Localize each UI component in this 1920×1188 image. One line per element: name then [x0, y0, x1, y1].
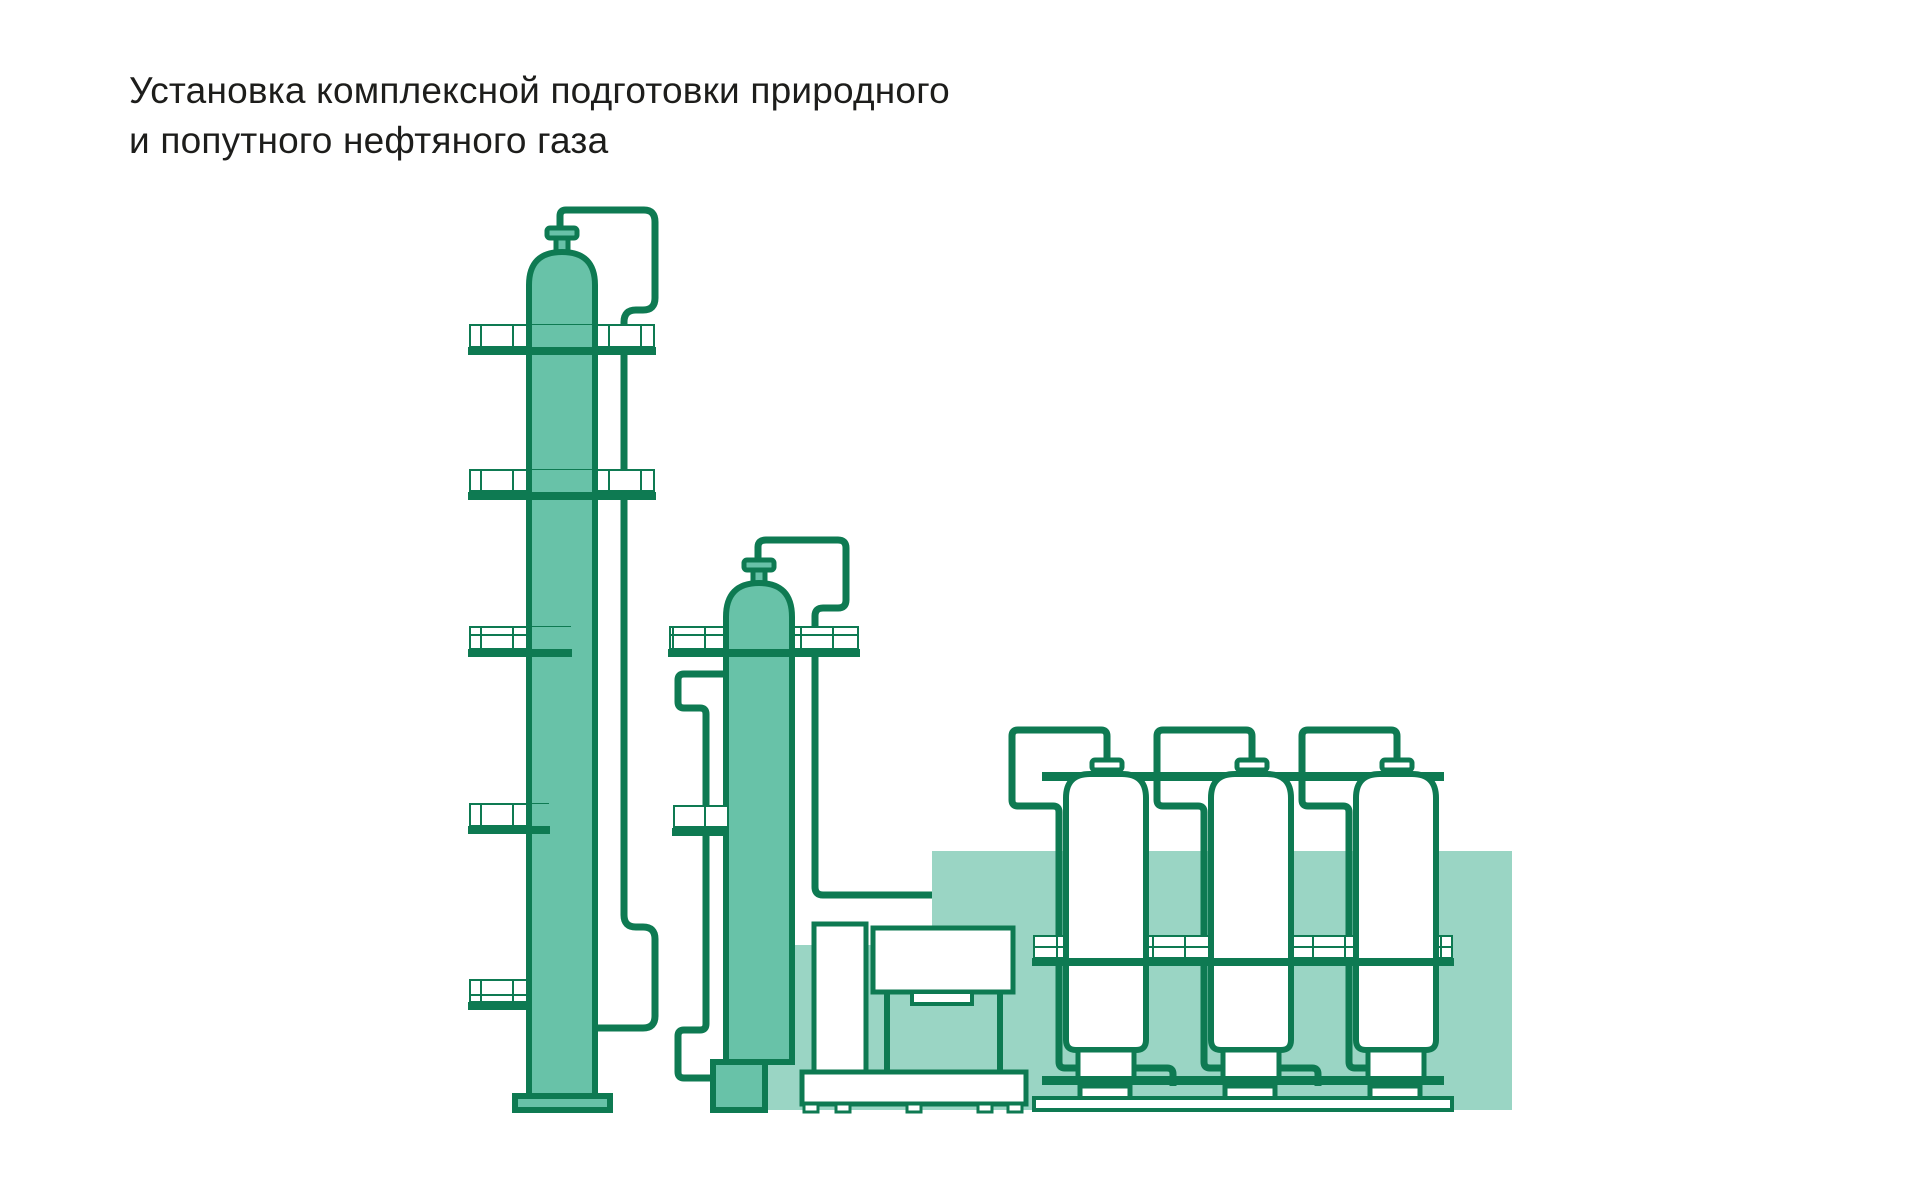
vessel-pipes	[1008, 726, 1401, 1086]
vessel-base	[1032, 1076, 1454, 1112]
vessel-platform-front	[1032, 958, 1454, 966]
stripping-column-icon	[674, 536, 932, 1113]
title-line-1: Установка комплексной подготовки природн…	[129, 70, 950, 111]
separator-vessel-icon	[1063, 757, 1439, 1105]
title-line-2: и попутного нефтяного газа	[129, 120, 609, 161]
mid-platform-1	[668, 622, 860, 660]
compressor-unit-icon	[799, 921, 1029, 1114]
page-title: Установка комплексной подготовки природн…	[129, 66, 950, 166]
distillation-column-front	[468, 322, 656, 1096]
distillation-column-icon	[512, 206, 659, 1113]
mid-platform-2	[672, 805, 729, 836]
